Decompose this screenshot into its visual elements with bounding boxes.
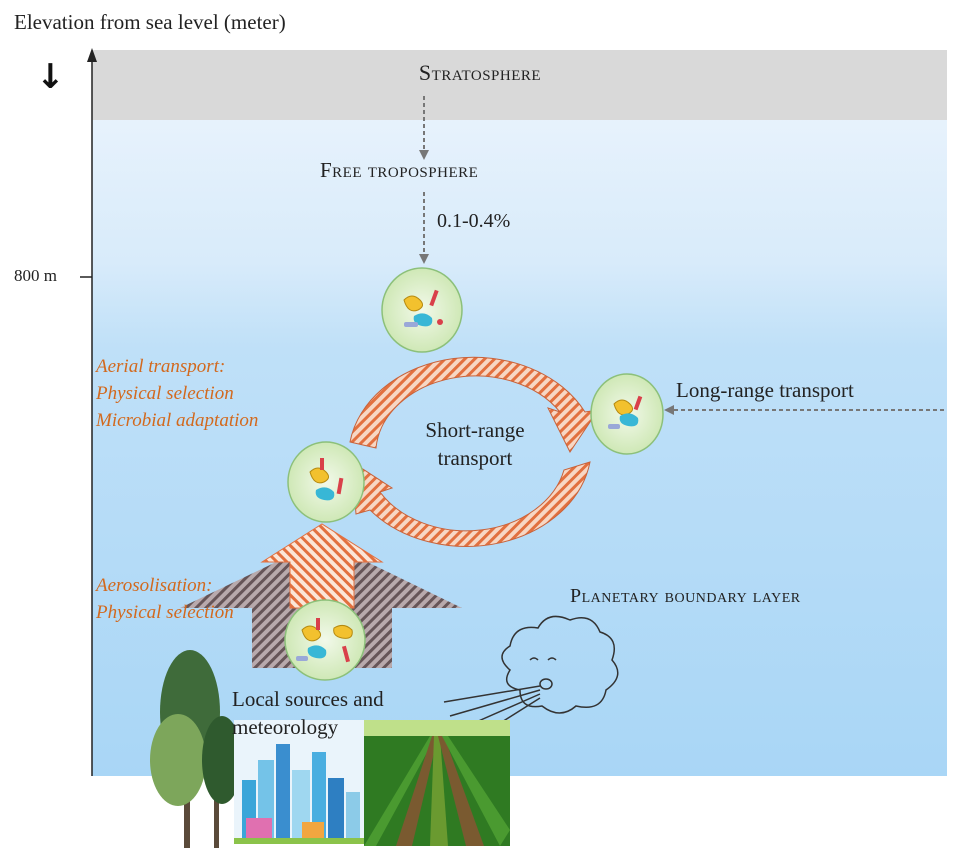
crop-field-illustration — [364, 720, 510, 846]
city-illustration — [234, 720, 364, 844]
free-to-pbl-arrowhead — [419, 254, 429, 264]
microbe-circle-right — [590, 373, 664, 455]
axis-arrowhead — [87, 48, 97, 62]
aerial-line2: Physical selection — [96, 383, 234, 404]
aerosol-line1: Aerosolisation: — [96, 575, 213, 596]
local-sources-label: Local sources and meteorology — [232, 685, 452, 741]
stratosphere-label: Stratosphere — [418, 60, 542, 85]
short-range-line2: transport — [437, 446, 513, 470]
aerial-line3: Microbial adaptation — [96, 410, 259, 431]
local-sources-line1: Local sources and — [232, 687, 384, 711]
sky-band — [92, 118, 947, 776]
aerial-line1: Aerial transport: — [96, 356, 226, 377]
short-range-transport-label: Short-range transport — [400, 416, 550, 472]
short-range-line1: Short-range — [425, 418, 525, 442]
aerial-transport-label: Aerial transport: Physical selection Mic… — [96, 353, 258, 434]
long-range-transport-label: Long-range transport — [676, 378, 854, 402]
stratosphere-band — [92, 50, 947, 120]
flux-percent-label: 0.1-0.4% — [437, 210, 511, 232]
elevation-tick-label: 800 m — [14, 266, 57, 285]
microbe-circle-top — [381, 267, 463, 353]
aerosolisation-arrow-orange — [260, 523, 384, 609]
long-range-arrowhead — [664, 405, 674, 415]
trees-illustration — [150, 650, 242, 848]
free-troposphere-label: Free troposphere — [320, 158, 479, 182]
strat-to-free-arrowhead — [419, 150, 429, 160]
aerosolisation-label: Aerosolisation: Physical selection — [96, 572, 234, 626]
aerosol-line2: Physical selection — [96, 602, 234, 623]
local-sources-line2: meteorology — [232, 715, 339, 739]
microbe-circle-left — [287, 441, 365, 523]
axis-title: Elevation from sea level (meter) — [14, 10, 286, 34]
planetary-boundary-layer-label: Planetary boundary layer — [570, 585, 801, 607]
down-arrow-icon: ↓ — [36, 57, 65, 97]
microbe-circle-bottom — [284, 599, 366, 681]
